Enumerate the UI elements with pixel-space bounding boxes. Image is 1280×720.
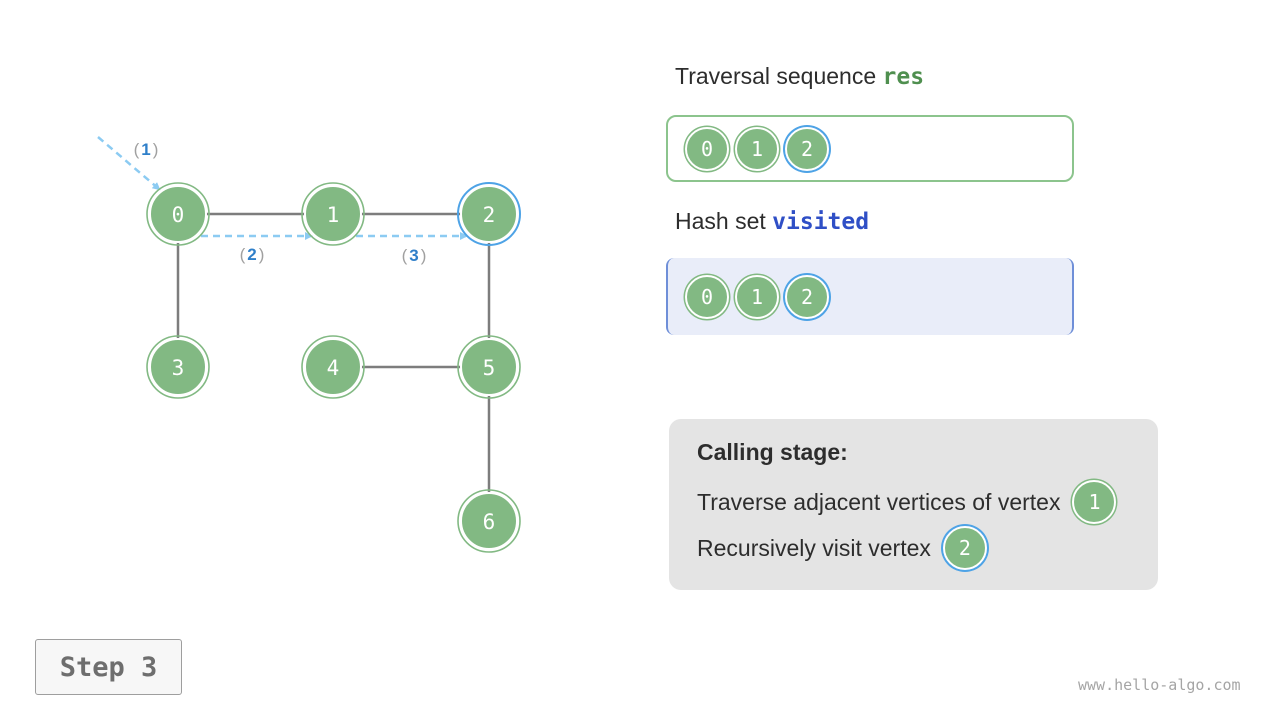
- vertex-label-4: 4: [327, 356, 340, 380]
- step-indicator[interactable]: Step 3: [35, 639, 182, 695]
- vertices: 0 1 2 3 4 5 6: [146, 182, 521, 553]
- vertex-5: 5: [457, 335, 521, 399]
- vertex-circle-6: [460, 492, 518, 550]
- vertex-ring-1: [301, 182, 365, 246]
- step-label-3: (3): [402, 246, 427, 265]
- vertex-label-2: 2: [483, 203, 496, 227]
- res-title-text: Traversal sequence: [675, 63, 883, 89]
- vertex-circle-5: [460, 338, 518, 396]
- visited-chip-0: 0: [685, 274, 729, 319]
- vertex-4: 4: [301, 335, 365, 399]
- vertex-label-1: 1: [327, 203, 340, 227]
- vertex-3: 3: [146, 335, 210, 399]
- step-label-2: (2): [240, 245, 265, 264]
- vertex-ring-4: [301, 335, 365, 399]
- vertex-ring-2: [457, 182, 521, 246]
- res-chip-2: 2: [785, 126, 829, 171]
- visited-title: Hash set visited: [675, 208, 869, 235]
- visited-title-code: visited: [772, 209, 870, 235]
- vertex-1: 1: [301, 182, 365, 246]
- visited-chip-1: 1: [735, 274, 779, 319]
- graph-diagram: 0 1 2 3 4 5 6 (1) (2) (3): [97, 136, 521, 553]
- res-title-code: res: [882, 64, 925, 90]
- vertex-circle-1: [304, 185, 362, 243]
- vertex-ring-3: [146, 335, 210, 399]
- visited-title-text: Hash set: [675, 208, 773, 234]
- stage-line-visit: Recursively visit vertex 2: [697, 526, 1158, 570]
- vertex-circle-2: [460, 185, 518, 243]
- stage-title: Calling stage:: [697, 439, 848, 465]
- vertex-label-6: 6: [483, 510, 496, 534]
- stage-vertex-chip: 1: [1072, 480, 1117, 524]
- vertex-label-3: 3: [172, 356, 185, 380]
- vertex-ring-6: [457, 489, 521, 553]
- res-chip-1: 1: [735, 126, 779, 171]
- stage-line-traverse-text: Traverse adjacent vertices of vertex: [697, 488, 1061, 515]
- vertex-ring-5: [457, 335, 521, 399]
- vertex-0: 0: [146, 182, 210, 246]
- vertex-6: 6: [457, 489, 521, 553]
- stage-line-visit-text: Recursively visit vertex: [697, 534, 931, 561]
- vertex-label-0: 0: [172, 203, 185, 227]
- stage-line-traverse: Traverse adjacent vertices of vertex 1: [697, 480, 1158, 524]
- vertex-circle-0: [149, 185, 207, 243]
- step-labels: (1) (2) (3): [134, 140, 427, 265]
- watermark: www.hello-algo.com: [1078, 676, 1241, 694]
- res-chip-0: 0: [685, 126, 729, 171]
- stage-vertex-chip-active: 2: [942, 526, 987, 570]
- step-label-1: (1): [134, 140, 159, 159]
- vertex-ring-0: [146, 182, 210, 246]
- res-title: Traversal sequence res: [675, 63, 924, 90]
- vertex-circle-4: [304, 338, 362, 396]
- vertex-label-5: 5: [483, 356, 496, 380]
- vertex-2: 2: [457, 182, 521, 246]
- traversal-arrow-1: [97, 136, 161, 191]
- traversal-arrows: [97, 136, 468, 240]
- vertex-circle-3: [149, 338, 207, 396]
- calling-stage-panel: Calling stage: Traverse adjacent vertice…: [669, 419, 1158, 590]
- visited-chip-2: 2: [785, 274, 829, 319]
